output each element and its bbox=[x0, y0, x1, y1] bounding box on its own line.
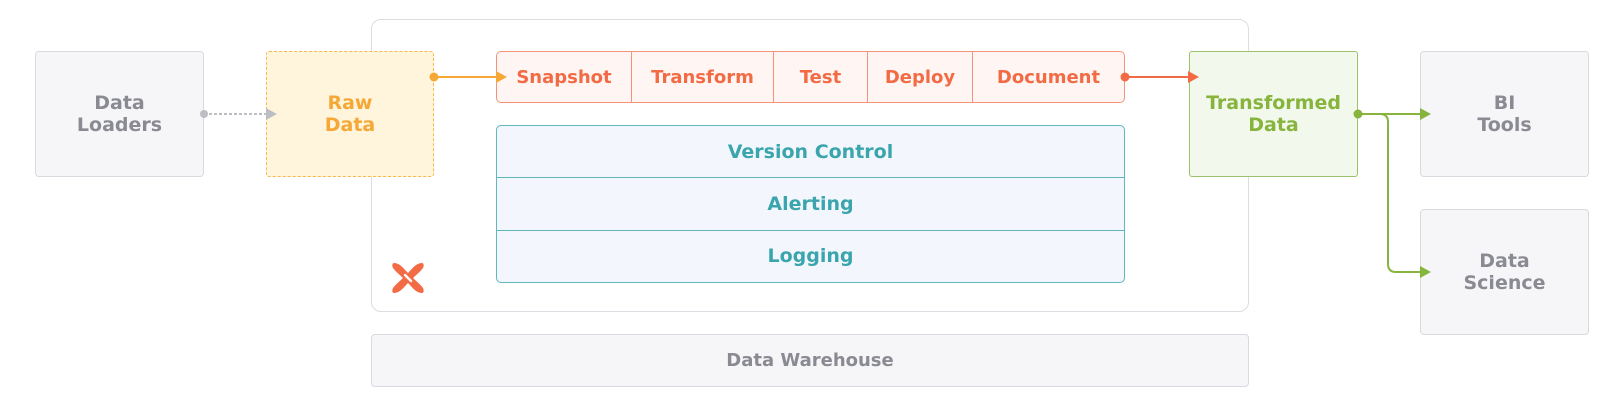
data-loaders-label-line1: Data bbox=[94, 92, 145, 114]
transformed-data-label-line1: Transformed bbox=[1206, 92, 1341, 114]
raw-to-steps-arrow bbox=[429, 71, 507, 83]
transformed-to-consumers-arrows bbox=[1353, 108, 1431, 278]
bi-tools-label-line2: Tools bbox=[1477, 114, 1532, 136]
pipeline-steps-bar: Snapshot Transform Test Deploy Document bbox=[496, 51, 1125, 103]
data-science-node: Data Science bbox=[1420, 209, 1589, 335]
loaders-to-raw-arrow bbox=[200, 108, 277, 120]
step-transform: Transform bbox=[632, 52, 774, 102]
operations-panel: Version Control Alerting Logging bbox=[496, 125, 1125, 283]
bi-tools-node: BI Tools bbox=[1420, 51, 1589, 177]
data-loaders-node: Data Loaders bbox=[35, 51, 204, 177]
data-science-label-line1: Data bbox=[1479, 250, 1530, 272]
transformed-data-node: Transformed Data bbox=[1189, 51, 1358, 177]
transformed-data-label-line2: Data bbox=[1248, 114, 1299, 136]
step-snapshot: Snapshot bbox=[497, 52, 632, 102]
steps-to-transformed-arrow bbox=[1120, 71, 1199, 83]
step-test: Test bbox=[774, 52, 868, 102]
data-science-label-line2: Science bbox=[1463, 272, 1546, 294]
op-alerting: Alerting bbox=[497, 178, 1124, 231]
step-document: Document bbox=[996, 66, 1101, 88]
bi-tools-label-line1: BI bbox=[1493, 92, 1516, 114]
data-loaders-label-line2: Loaders bbox=[76, 114, 163, 136]
op-logging: Logging bbox=[767, 245, 854, 268]
dbt-logo-icon bbox=[392, 263, 424, 293]
op-version-control: Version Control bbox=[497, 126, 1124, 179]
raw-data-node: Raw Data bbox=[266, 51, 434, 177]
raw-data-label-line1: Raw bbox=[327, 92, 373, 114]
raw-data-label-line2: Data bbox=[324, 114, 376, 136]
data-warehouse-bar: Data Warehouse bbox=[371, 334, 1249, 387]
step-deploy: Deploy bbox=[868, 52, 973, 102]
